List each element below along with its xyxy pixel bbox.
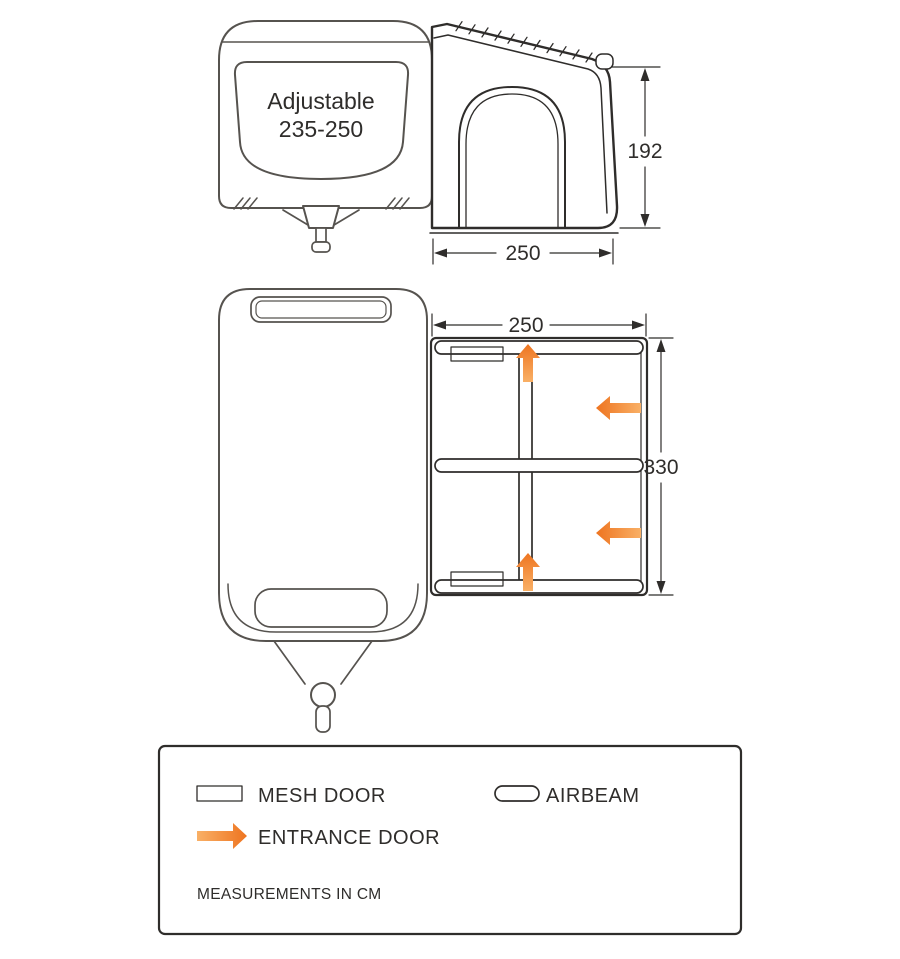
mesh-door-swatch-icon bbox=[196, 785, 243, 802]
length-dim-value: 330 bbox=[643, 456, 678, 479]
plan-view: 250 330 bbox=[218, 288, 679, 733]
width-dim-value: 250 bbox=[508, 314, 543, 337]
measurements-note: MEASUREMENTS IN CM bbox=[197, 886, 382, 903]
legend: MESH DOOR AIRBEAM ENTRANCE DOOR MEASUREM… bbox=[157, 744, 743, 936]
airbeam-bottom bbox=[434, 579, 644, 594]
caravan-hitch-front bbox=[282, 205, 360, 253]
entrance-door-label: ENTRANCE DOOR bbox=[258, 827, 440, 849]
roof-beam-end bbox=[595, 53, 614, 70]
side-view: Adjustable 235-250 bbox=[218, 20, 663, 265]
entrance-arrow-right-upper-icon bbox=[596, 396, 641, 420]
caravan-plan-view bbox=[218, 288, 428, 733]
corner-steady-marks bbox=[233, 197, 410, 210]
caravan-front-window bbox=[233, 61, 410, 180]
dimension-depth: 250 bbox=[432, 238, 614, 265]
dimension-width: 250 bbox=[431, 313, 647, 337]
caravan-rear-window-inner bbox=[255, 300, 387, 319]
awning-door-arch-inner bbox=[465, 93, 559, 229]
mesh-door-label: MESH DOOR bbox=[258, 785, 386, 807]
dimension-length: 330 bbox=[643, 337, 679, 596]
depth-dim-value: 250 bbox=[505, 242, 540, 265]
adjustable-label-line2: 235-250 bbox=[279, 116, 363, 142]
entrance-arrow-top-icon bbox=[516, 344, 540, 382]
caravan-front-panel bbox=[254, 588, 388, 628]
caravan-drawbar bbox=[273, 640, 373, 733]
awning-inner-roof-line bbox=[433, 34, 608, 214]
entrance-arrow-right-lower-icon bbox=[596, 521, 641, 545]
roof-tick-marks bbox=[455, 21, 593, 63]
awning-plan-view bbox=[429, 336, 649, 597]
caravan-front-inset-line bbox=[227, 583, 419, 633]
caravan-plan-body bbox=[218, 288, 428, 642]
airbeam-middle bbox=[434, 458, 644, 473]
entrance-arrow-bottom-icon bbox=[516, 553, 540, 591]
airbeam-top bbox=[434, 340, 644, 355]
caravan-front-view: Adjustable 235-250 bbox=[218, 20, 433, 253]
airbeam-label: AIRBEAM bbox=[546, 785, 640, 807]
legend-box bbox=[157, 744, 743, 936]
mesh-door-top-icon bbox=[450, 346, 504, 362]
height-dim-value: 192 bbox=[627, 140, 662, 163]
adjustable-label-line1: Adjustable bbox=[267, 88, 374, 114]
entrance-door-swatch-icon bbox=[197, 823, 247, 849]
dimension-height: 192 bbox=[611, 66, 663, 229]
caravan-rear-window bbox=[250, 296, 392, 323]
mesh-door-bottom-icon bbox=[450, 571, 504, 587]
airbeam-swatch-icon bbox=[494, 785, 540, 802]
awning-side-view bbox=[429, 21, 619, 234]
awning-door-arch-outer bbox=[458, 86, 566, 229]
